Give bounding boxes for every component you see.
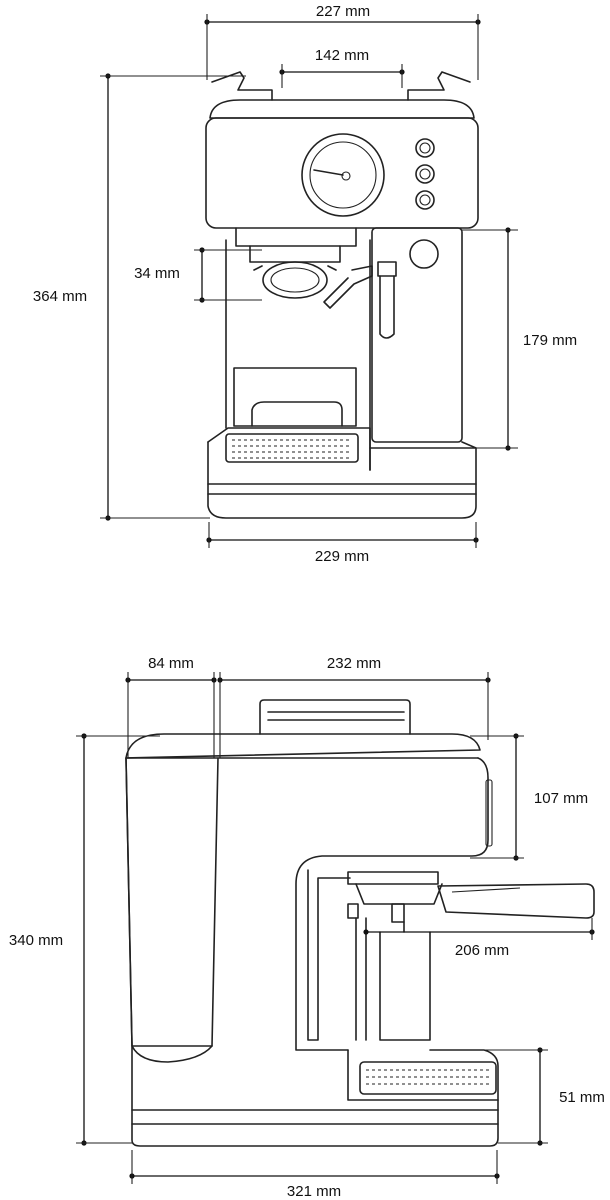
front-dim-height: 364 mm — [33, 73, 246, 521]
front-portafilter-label: 34 mm — [134, 265, 180, 282]
side-water-tank — [125, 757, 219, 1047]
front-dim-handle-spacing: 142 mm — [279, 47, 405, 88]
water-tank — [371, 227, 463, 443]
side-drip-tray — [359, 1061, 497, 1095]
portafilter — [262, 261, 328, 299]
drip-tray — [225, 433, 359, 463]
side-cup — [379, 931, 431, 1041]
side-dim-height: 340 mm — [9, 733, 160, 1146]
steam-wand — [323, 265, 373, 309]
front-dim-water-tank: 179 mm — [462, 227, 577, 451]
front-dim-portafilter: 34 mm — [134, 247, 262, 303]
side-portafilter-length-label: 206 mm — [455, 942, 509, 959]
tank-knob — [409, 239, 439, 269]
front-dim-width-base: 229 mm — [206, 522, 479, 565]
brew-head — [347, 871, 439, 885]
side-body-outline — [125, 757, 499, 1147]
hot-water-pipe — [379, 275, 395, 339]
top-handle — [259, 699, 411, 735]
front-width-top-label: 227 mm — [316, 3, 370, 20]
side-view-drawing — [125, 699, 595, 1147]
gauge-needle — [313, 169, 344, 176]
side-steam-wand — [355, 917, 367, 1041]
front-view-drawing — [205, 71, 479, 519]
top-lid — [209, 99, 475, 119]
side-dim-tank-depth: 84 mm — [125, 655, 217, 758]
left-handle — [211, 71, 273, 101]
side-top-lid — [125, 733, 481, 759]
side-height-label: 340 mm — [9, 932, 63, 949]
side-body-depth-label: 232 mm — [327, 655, 381, 672]
side-dim-total-depth: 321 mm — [129, 1150, 500, 1200]
side-total-depth-label: 321 mm — [287, 1183, 341, 1200]
knob-bottom — [415, 190, 435, 210]
front-handle-spacing-label: 142 mm — [315, 47, 369, 64]
side-tray-height-label: 51 mm — [559, 1089, 605, 1106]
knob-middle — [415, 164, 435, 184]
portafilter-basket — [355, 883, 443, 905]
front-water-tank-label: 179 mm — [523, 332, 577, 349]
front-height-label: 364 mm — [33, 288, 87, 305]
side-tank-depth-label: 84 mm — [148, 655, 194, 672]
side-dim-body-depth: 232 mm — [217, 655, 491, 758]
pressure-gauge — [301, 133, 385, 217]
head-panel — [205, 117, 479, 229]
knob-top — [415, 138, 435, 158]
side-dim-head-height: 107 mm — [470, 733, 588, 861]
front-dim-width-top: 227 mm — [204, 3, 481, 80]
side-dim-portafilter-length: 206 mm — [363, 918, 595, 959]
right-handle — [407, 71, 471, 101]
side-head-outline — [295, 757, 489, 1051]
side-portafilter-handle — [437, 883, 595, 919]
front-width-base-label: 229 mm — [315, 548, 369, 565]
base — [207, 441, 477, 519]
side-head-height-label: 107 mm — [534, 790, 588, 807]
body-column — [225, 239, 371, 471]
side-dim-tray-height: 51 mm — [470, 1047, 605, 1146]
